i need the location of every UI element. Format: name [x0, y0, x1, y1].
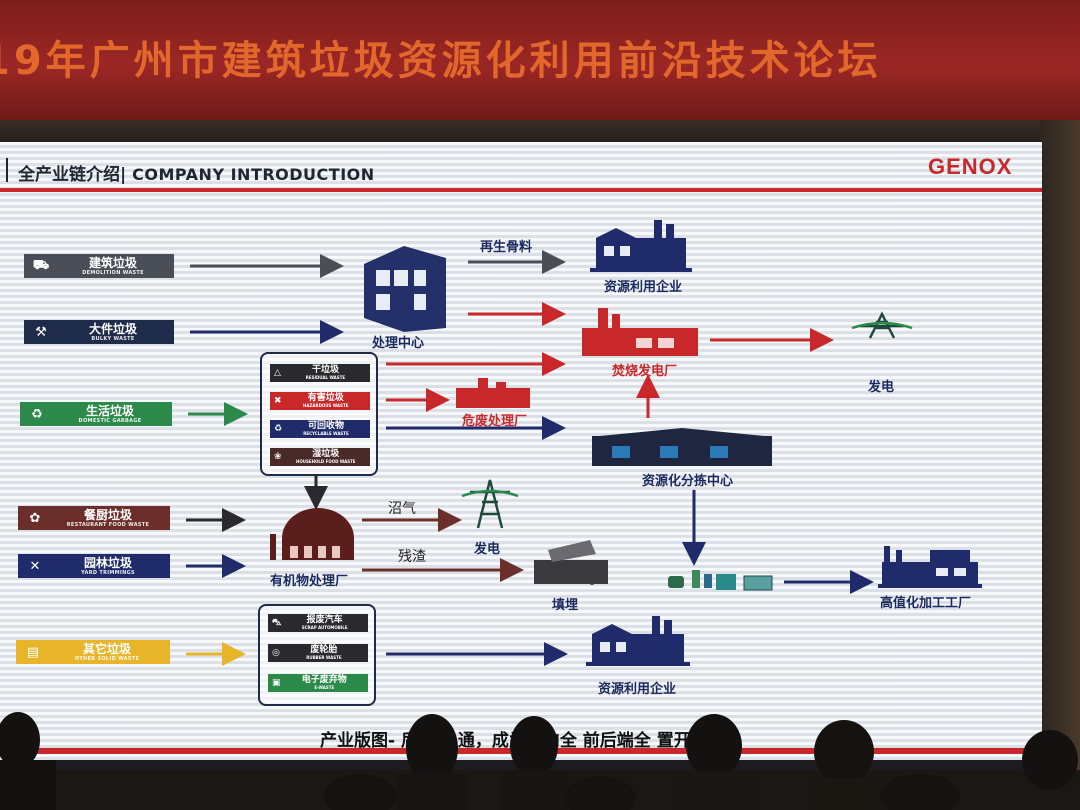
processing-center-building	[364, 246, 446, 332]
power-tower-mid	[461, 479, 519, 529]
source-label: 园林垃圾	[83, 555, 132, 570]
hall-side-wall	[1040, 120, 1080, 810]
source-label: 餐厨垃圾	[83, 507, 132, 522]
label-power-top: 发电	[868, 380, 895, 395]
label-processing-center: 处理中心	[372, 336, 425, 351]
forum-banner: 19年广州市建筑垃圾资源化利用前沿技术论坛	[0, 0, 1080, 120]
incineration-plant-building	[582, 308, 698, 356]
label-high-value-plant: 高值化加工工厂	[880, 596, 972, 611]
category-label: 湿垃圾	[312, 449, 340, 459]
category-label-en: RECYCLABLE WASTE	[303, 431, 349, 436]
label-hazardous-plant: 危废处理厂	[462, 414, 528, 429]
category-label-en: HAZARDOUS WASTE	[303, 403, 349, 408]
box-icon: ▤	[26, 644, 40, 660]
label-power-mid: 发电	[474, 542, 501, 557]
banner-title: 19年广州市建筑垃圾资源化利用前沿技术论坛	[0, 38, 882, 84]
source-label-en: RESTAURANT FOOD WASTE	[66, 521, 150, 528]
hall-ceiling-band	[0, 120, 1080, 142]
sorting-center-building	[592, 428, 772, 466]
flow-diagram	[186, 220, 982, 666]
hazard-icon: ✖	[274, 396, 282, 406]
food-waste-icon: ❀	[274, 452, 282, 462]
label-residue: 残渣	[398, 549, 426, 565]
label-resource-enterprise-top: 资源利用企业	[604, 280, 683, 295]
slide-title-zh: 全产业链介绍|	[18, 165, 127, 185]
power-tower-top	[851, 311, 913, 339]
resource-enterprise-top-building	[590, 220, 692, 272]
category-label-en: HOUSEHOLD FOOD WASTE	[296, 459, 356, 464]
source-label-en: DEMOLITION WASTE	[82, 269, 144, 276]
header-rule	[0, 188, 1042, 192]
genox-logo: GENOX	[928, 154, 1013, 179]
tree-icon: ✕	[29, 558, 41, 574]
furniture-icon: ⚒	[35, 324, 47, 340]
tire-icon: ◎	[272, 648, 280, 658]
category-label: 报废汽车	[306, 615, 343, 625]
category-label: 废轮胎	[310, 645, 338, 655]
label-incineration-plant: 焚烧发电厂	[612, 364, 678, 379]
source-label-en: BULKY WASTE	[91, 335, 135, 342]
source-label-en: OTHER SOLID WASTE	[74, 655, 140, 662]
source-label-en: YARD TRIMMINGS	[81, 569, 135, 576]
label-resource-enterprise-bottom: 资源利用企业	[598, 682, 677, 697]
source-label-en: DOMESTIC GARBAGE	[78, 417, 142, 424]
recycle-icon: ♻	[274, 424, 283, 434]
label-sorting-center: 资源化分拣中心	[642, 474, 734, 489]
landfill-truck-illustration	[534, 540, 608, 585]
trash-bin-icon: ♻	[31, 406, 43, 422]
category-label-en: E-WASTE	[314, 685, 335, 690]
truck-icon: ⛟	[32, 257, 50, 273]
category-label-en: RUBBER WASTE	[306, 655, 342, 660]
projection-screen: 全产业链介绍| COMPANY INTRODUCTION GENOX ⛟ 建筑垃…	[0, 142, 1042, 760]
slide-title-en: COMPANY INTRODUCTION	[132, 165, 375, 184]
source-label: 大件垃圾	[88, 321, 137, 336]
car-icon: ⛍	[272, 617, 282, 628]
high-value-factory-building	[878, 546, 982, 588]
organic-plant-building	[270, 508, 354, 560]
food-icon: ✿	[29, 510, 41, 526]
source-label: 建筑垃圾	[88, 255, 137, 270]
label-biogas: 沼气	[388, 501, 416, 517]
triangle-recycle-icon: △	[274, 368, 281, 378]
audience-silhouettes	[0, 712, 1080, 810]
label-landfill: 填埋	[552, 598, 579, 613]
hazardous-plant-building	[456, 378, 530, 408]
category-label-en: RESIDUAL WASTE	[305, 375, 346, 380]
resource-enterprise-bottom-building	[586, 616, 690, 666]
category-label: 可回收物	[308, 421, 345, 431]
label-organic-plant: 有机物处理厂	[270, 574, 349, 589]
recycled-products-icons	[668, 570, 773, 591]
category-label: 电子废弃物	[301, 675, 347, 685]
source-label: 生活垃圾	[85, 403, 134, 418]
computer-icon: ▣	[272, 678, 281, 688]
label-recycled-aggregate: 再生骨料	[480, 240, 533, 255]
header-separator	[6, 158, 8, 182]
category-label: 有害垃圾	[307, 393, 344, 403]
category-label-en: SCRAP AUTOMOBILE	[301, 625, 348, 630]
slide-title: 全产业链介绍| COMPANY INTRODUCTION	[18, 160, 375, 185]
category-label: 干垃圾	[311, 365, 339, 375]
source-label: 其它垃圾	[82, 641, 131, 656]
